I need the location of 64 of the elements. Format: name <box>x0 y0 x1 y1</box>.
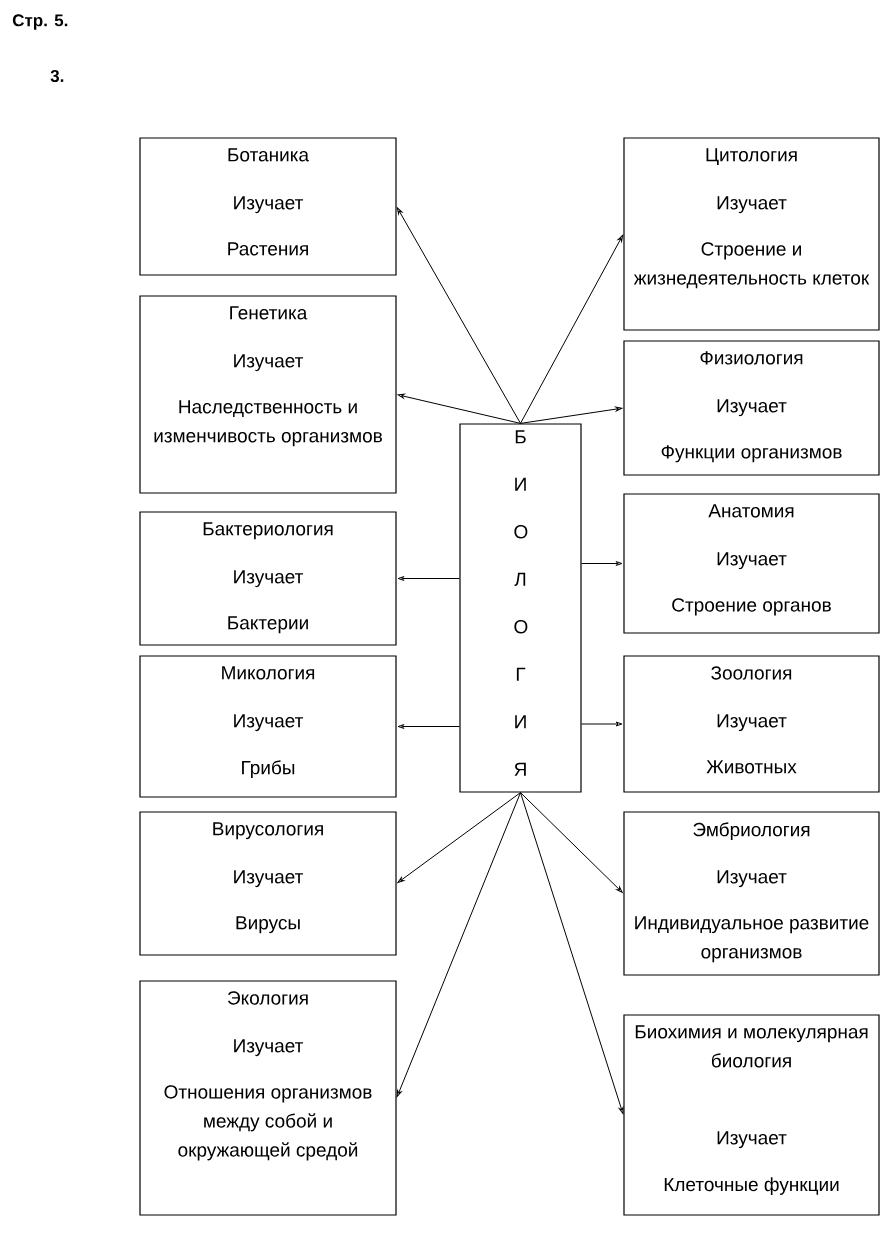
page-number: Стр. 5. <box>12 14 68 30</box>
arrow <box>581 561 623 566</box>
task-number: 3. <box>50 70 64 83</box>
subject-box <box>139 655 397 798</box>
subject-box <box>139 137 397 276</box>
box-title: Экология <box>227 991 308 1005</box>
box-description: Животных <box>706 760 797 774</box>
caption-text: Изучает <box>234 870 304 888</box>
subject-box <box>623 137 880 331</box>
arrow <box>520 234 624 424</box>
vertical-word-box <box>459 423 582 793</box>
box-description: Индивидуальное развитие организмов <box>635 916 869 963</box>
arrow <box>520 792 623 893</box>
caption-text: Изучает <box>234 714 304 732</box>
box-title: Генетика <box>230 306 308 320</box>
arrow <box>520 406 623 424</box>
arrow <box>397 576 460 581</box>
box-title: Вирусология <box>213 822 323 840</box>
box-title: Ботаника <box>228 148 310 162</box>
caption-text: Изучает <box>717 714 787 732</box>
caption-text: Изучает <box>234 1039 304 1057</box>
subject-box <box>623 340 880 476</box>
box-title: Анатомия <box>708 504 794 518</box>
vertical-word: Б И О Л О Г И Я <box>514 430 528 776</box>
box-title: Зоология <box>711 666 792 680</box>
arrow <box>397 792 521 884</box>
subject-box <box>139 811 397 956</box>
arrow <box>581 721 623 727</box>
caption-text: Изучает <box>717 870 787 888</box>
box-title: Цитология <box>706 148 797 166</box>
subject-box <box>623 493 880 634</box>
subject-box <box>623 655 880 793</box>
arrow <box>520 792 624 1114</box>
caption-text: Изучает <box>234 570 304 588</box>
box-description: Наследственность и изменчивость организмов <box>154 400 382 447</box>
box-title: Микология <box>222 666 315 680</box>
arrow <box>397 393 521 424</box>
arrow <box>397 724 460 729</box>
subject-box <box>623 811 880 976</box>
box-description: Строение органов <box>672 598 831 616</box>
box-description: Грибы <box>242 760 295 779</box>
arrow <box>396 792 521 1098</box>
arrow <box>396 207 521 424</box>
caption-text: Изучает <box>234 196 304 214</box>
box-description: Бактерии <box>228 616 308 634</box>
box-description: Вирусы <box>236 916 300 934</box>
subject-box <box>139 511 397 646</box>
subject-box <box>139 980 397 1216</box>
box-description: Отношения организмов между собой и окружающей средой <box>164 1085 372 1161</box>
caption-text: Изучает <box>717 552 787 570</box>
box-description: Растения <box>228 242 308 256</box>
caption-text: Изучает <box>234 354 304 372</box>
box-description: Строение и жизнедеятельность клеток <box>633 242 870 289</box>
subject-box <box>139 295 397 494</box>
box-title: Эмбриология <box>693 822 810 841</box>
caption-text: Изучает <box>717 196 787 214</box>
box-title: Физиология <box>700 351 803 365</box>
caption-text: Изучает <box>717 1131 787 1149</box>
box-description: Клеточные функции <box>664 1177 839 1195</box>
subject-box <box>623 1014 880 1216</box>
box-title: Бактериология <box>203 522 333 540</box>
box-title: Биохимия и молекулярная биология <box>635 1025 868 1068</box>
caption-text: Изучает <box>717 399 787 417</box>
box-description: Функции организмов <box>661 445 842 463</box>
